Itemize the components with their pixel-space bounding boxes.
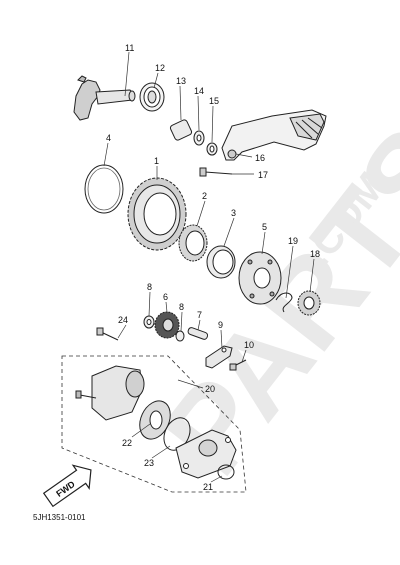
- callout-20: 20: [205, 384, 215, 394]
- washer-8-upper: [143, 315, 155, 329]
- callout-7: 7: [197, 310, 202, 320]
- callout-9: 9: [218, 320, 223, 330]
- callout-15: 15: [209, 96, 219, 106]
- bushing: [169, 119, 193, 141]
- callout-5: 5: [262, 222, 267, 232]
- callout-19: 19: [288, 236, 298, 246]
- callout-8-upper: 8: [147, 282, 152, 292]
- callout-4: 4: [106, 133, 111, 143]
- ring-gear-1: [127, 177, 187, 251]
- small-gear-18: [297, 290, 321, 316]
- kick-crank-lever: [221, 109, 327, 161]
- callout-16: 16: [255, 153, 265, 163]
- shaft-7: [187, 327, 209, 340]
- o-ring-4: [84, 164, 124, 214]
- needle-bearing-2: [178, 224, 208, 262]
- callout-17: 17: [258, 170, 268, 180]
- callout-21: 21: [203, 482, 213, 492]
- cover-plate-22: [139, 400, 171, 440]
- ratchet-plate-5: [238, 251, 282, 305]
- forward-direction-badge: FWD: [42, 464, 92, 508]
- o-ring-23: [163, 417, 191, 451]
- washer-15: [206, 142, 218, 156]
- callout-6: 6: [163, 292, 168, 302]
- washer-14: [193, 130, 205, 146]
- callout-22: 22: [122, 438, 132, 448]
- o-ring-21: [217, 464, 235, 480]
- idle-gear-6: [154, 311, 180, 339]
- callout-18: 18: [310, 249, 320, 259]
- callout-23: 23: [144, 458, 154, 468]
- callout-12: 12: [155, 63, 165, 73]
- callout-2: 2: [202, 191, 207, 201]
- callout-10: 10: [244, 340, 254, 350]
- callout-numbers: 11 12 13 14 15 16 17 4 1 2 3 5 19 18 8 6…: [106, 43, 320, 492]
- clip-19: [275, 292, 293, 313]
- starter-motor: [75, 365, 145, 421]
- callout-14: 14: [194, 86, 204, 96]
- kick-starter-gear-shaft: [73, 75, 136, 121]
- bolt-17: [199, 167, 233, 177]
- leader-lines: [103, 51, 315, 483]
- washer-8-lower: [175, 330, 185, 342]
- callout-1: 1: [154, 156, 159, 166]
- bolt-24: [96, 327, 119, 341]
- callout-11: 11: [125, 43, 134, 53]
- plate-9: [205, 345, 233, 369]
- torsion-spring: [139, 82, 165, 112]
- assembly-20-boundary: [61, 355, 247, 493]
- collar-3: [206, 245, 236, 279]
- callout-3: 3: [231, 208, 236, 218]
- screw-10: [229, 359, 247, 371]
- callout-13: 13: [176, 76, 186, 86]
- diagram-code: 5JH1351-0101: [33, 513, 86, 522]
- callout-24: 24: [118, 315, 128, 325]
- callout-8-lower: 8: [179, 302, 184, 312]
